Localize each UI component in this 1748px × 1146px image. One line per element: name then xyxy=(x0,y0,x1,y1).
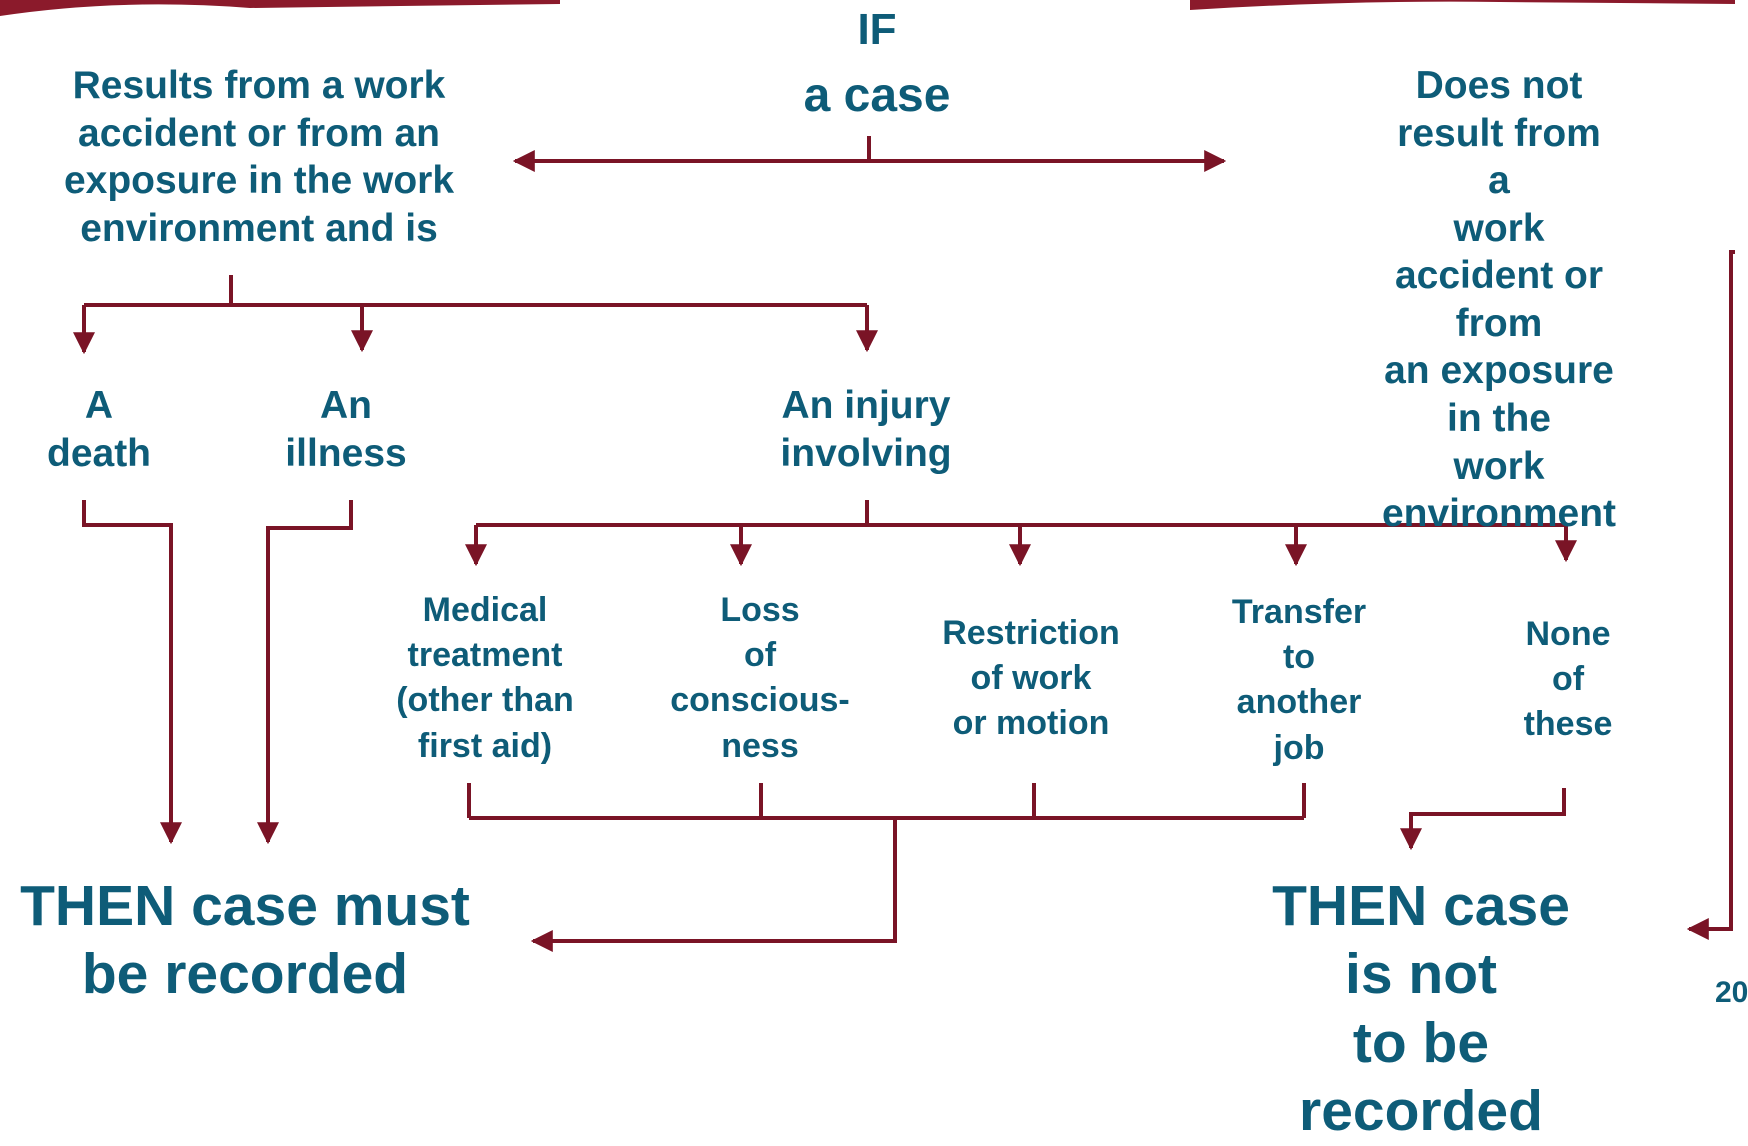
if-label: IF xyxy=(857,5,897,54)
outcome-must-record: THEN case must be recorded xyxy=(20,874,470,1007)
transfer-node: Transfer to another job xyxy=(1231,593,1367,767)
arrow-criteria-to-record xyxy=(530,818,897,952)
arrow-none-to-not-record xyxy=(1400,788,1566,851)
not-work-related-node: Does not result from a work accident or … xyxy=(1381,64,1617,536)
none-of-these-node: None of these xyxy=(1523,615,1613,744)
injury-node: An injury involving xyxy=(780,384,952,475)
loss-of-consciousness-node: Loss of conscious- ness xyxy=(670,591,850,765)
restriction-node: Restriction of work or motion xyxy=(942,614,1120,743)
illness-node: An illness xyxy=(285,384,407,475)
a-case-label: a case xyxy=(803,69,951,122)
banner-right-icon xyxy=(1190,0,1735,10)
outcome-not-record: THEN case is not to be recorded xyxy=(1272,874,1570,1144)
arrow-illness-to-record xyxy=(257,500,353,845)
page-number: 20 xyxy=(1715,976,1748,1009)
flow-connectors xyxy=(73,136,1735,952)
death-node: A death xyxy=(46,384,152,475)
medical-treatment-node: Medical treatment (other than first aid) xyxy=(396,591,574,765)
arrow-not-work-to-not-record xyxy=(1686,250,1735,940)
banner-left-icon xyxy=(0,0,560,16)
banner-decoration xyxy=(0,0,1735,16)
work-related-node: Results from a work accident or from an … xyxy=(63,64,455,250)
arrow-death-to-record xyxy=(82,500,182,845)
